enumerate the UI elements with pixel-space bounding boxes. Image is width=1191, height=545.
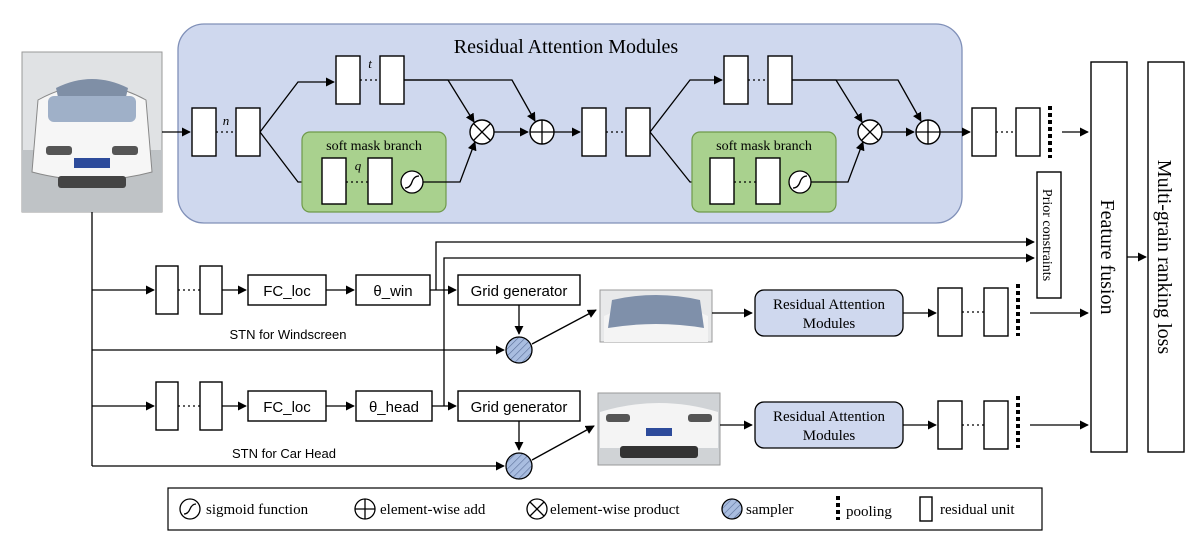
soft-mask-label-2: soft mask branch: [716, 139, 812, 154]
residual-unit: [155, 381, 179, 431]
ram-small-label-2a: Residual Attention: [773, 409, 886, 425]
soft-mask-label-1: soft mask branch: [326, 139, 422, 154]
theta-head-label: θ_head: [369, 399, 419, 416]
label-t: t: [368, 56, 372, 71]
fc-loc-box-1: [247, 274, 327, 306]
residual-unit: [983, 400, 1009, 450]
sampler-icon: [505, 336, 533, 364]
legend-sigmoid-label: sigmoid function: [206, 502, 309, 518]
residual-unit: [335, 55, 361, 105]
residual-unit: [367, 157, 393, 205]
ram-small-label-1b: Modules: [803, 316, 856, 332]
input-car-image: [21, 51, 163, 213]
fc-loc-label-2: FC_loc: [263, 399, 311, 416]
residual-unit: [983, 287, 1009, 337]
theta-head-box: [355, 390, 433, 422]
grid-generator-label-2: Grid generator: [471, 399, 568, 416]
residual-unit: [191, 107, 217, 157]
label-n: n: [223, 113, 230, 128]
sampler-icon: [721, 498, 743, 520]
stn-car-head-label: STN for Car Head: [232, 446, 336, 461]
residual-unit: [321, 157, 347, 205]
residual-unit: [199, 265, 223, 315]
residual-unit: [709, 157, 735, 205]
legend-product-label: element-wise product: [550, 502, 680, 518]
residual-unit: [937, 400, 963, 450]
residual-unit: [937, 287, 963, 337]
residual-unit-icon: [919, 496, 933, 522]
residual-unit: [767, 55, 793, 105]
residual-unit: [235, 107, 261, 157]
feature-fusion-label: Feature fusion: [1096, 200, 1118, 315]
prior-constraints-label: Prior constraints: [1039, 189, 1054, 281]
ranking-loss-label: Multi-grain ranking loss: [1153, 160, 1175, 355]
residual-unit: [379, 55, 405, 105]
residual-unit: [755, 157, 781, 205]
grid-generator-box-2: [457, 390, 581, 422]
prior-constraints-box: [1036, 171, 1062, 299]
residual-unit: [199, 381, 223, 431]
residual-unit: [155, 265, 179, 315]
residual-unit: [1015, 107, 1041, 157]
sampler-icon: [505, 452, 533, 480]
ranking-loss-box: [1147, 61, 1185, 453]
ram-title: Residual Attention Modules: [454, 36, 679, 58]
legend-add-label: element-wise add: [380, 502, 486, 518]
legend-pooling-label: pooling: [846, 504, 892, 520]
residual-unit: [581, 107, 607, 157]
ram-small-label-1a: Residual Attention: [773, 297, 886, 313]
windscreen-crop-image: [599, 289, 713, 343]
grid-generator-label-1: Grid generator: [471, 283, 568, 300]
fc-loc-label-1: FC_loc: [263, 283, 311, 300]
residual-unit: [723, 55, 749, 105]
residual-unit: [625, 107, 651, 157]
legend-residual-label: residual unit: [940, 502, 1015, 518]
theta-win-label: θ_win: [373, 283, 412, 300]
theta-win-box: [355, 274, 431, 306]
legend-sampler-label: sampler: [746, 502, 793, 518]
legend-box: [167, 487, 1043, 531]
car-head-crop-image: [597, 392, 721, 466]
ram-small-label-2b: Modules: [803, 428, 856, 444]
stn-windscreen-label: STN for Windscreen: [229, 327, 346, 342]
residual-unit: [971, 107, 997, 157]
label-q: q: [355, 158, 362, 173]
